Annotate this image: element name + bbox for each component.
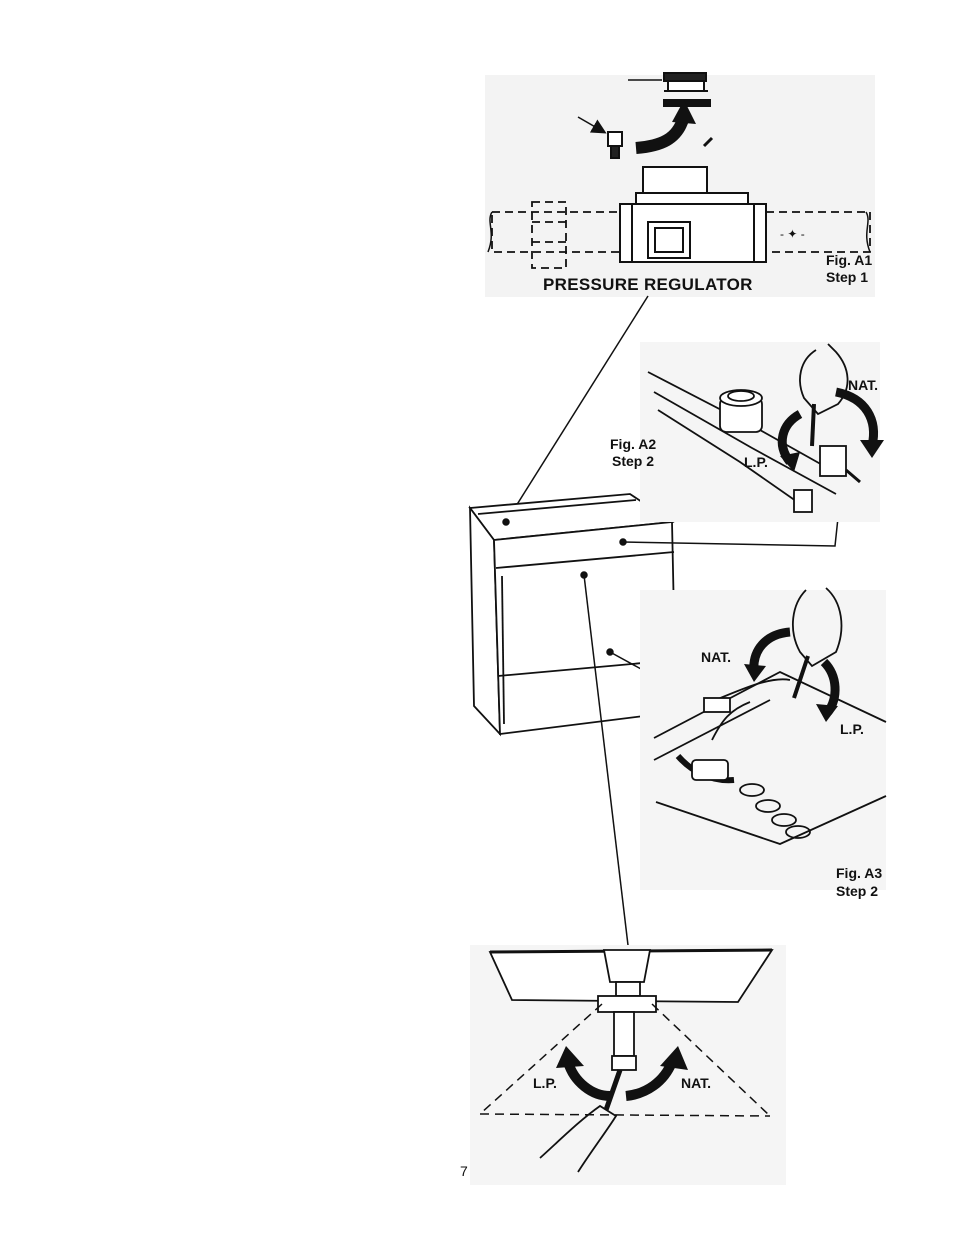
fig-a2-title: Fig. A2 xyxy=(610,436,656,452)
fig-a4-nat-label: NAT. xyxy=(681,1075,711,1091)
pressure-regulator-figure: - ✦ - xyxy=(485,73,875,297)
valve-detail-figure xyxy=(640,342,884,522)
regulator-leader-line xyxy=(506,296,648,522)
fig-a3-nat-label: NAT. xyxy=(701,649,731,665)
underside-valve-figure xyxy=(470,945,786,1185)
fig-a2-step: Step 2 xyxy=(612,453,654,469)
svg-text:- ✦ -: - ✦ - xyxy=(780,227,805,241)
fig-a4-lp-label: L.P. xyxy=(533,1075,557,1091)
fig-a3-title: Fig. A3 xyxy=(836,865,882,881)
pressure-regulator-label: PRESSURE REGULATOR xyxy=(543,277,753,293)
fig-a3-lp-label: L.P. xyxy=(840,721,864,737)
fig-a2-nat-label: NAT. xyxy=(848,377,878,393)
page-number: 7 xyxy=(460,1163,468,1179)
fig-a2-lp-label: L.P. xyxy=(744,454,768,470)
fig-a1-step: Step 1 xyxy=(826,269,868,285)
fig-a3-step: Step 2 xyxy=(836,883,878,899)
fig-a1-title: Fig. A1 xyxy=(826,252,872,268)
burner-valve-figure xyxy=(640,588,886,890)
